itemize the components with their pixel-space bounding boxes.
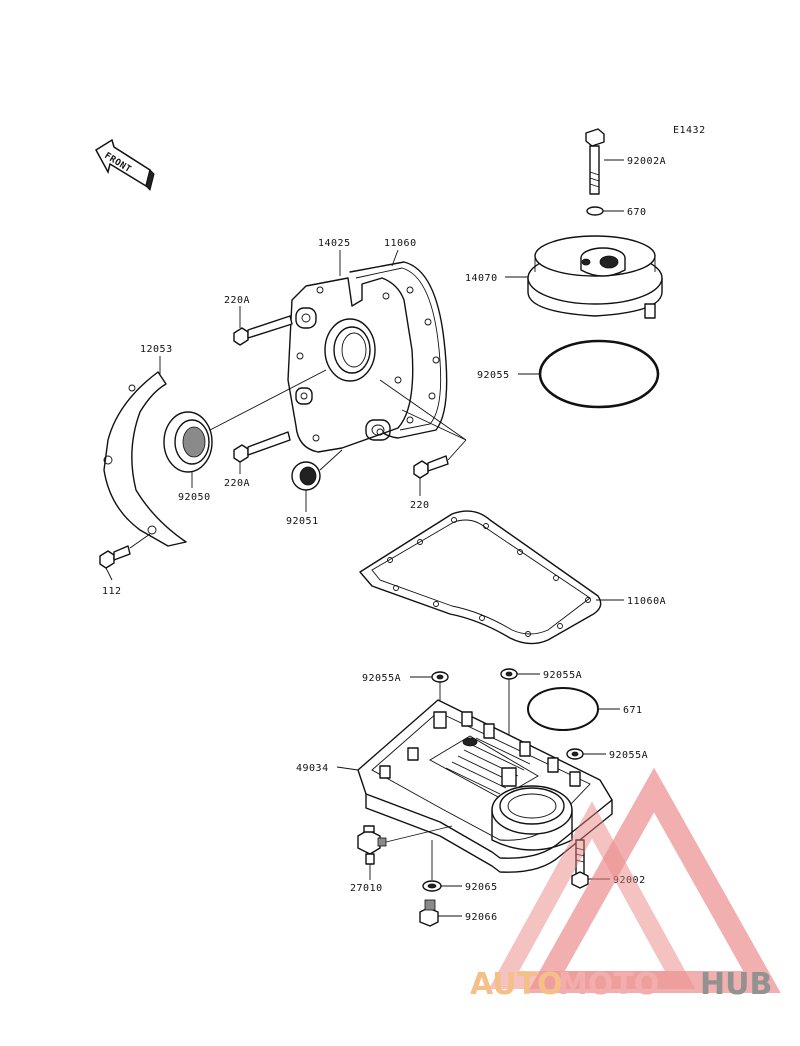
label-12053: 12053 [140,344,173,355]
bolt-112 [99,545,131,569]
label-92051: 92051 [286,516,319,527]
label-92002a: 92002A [627,156,666,167]
label-92055a-middle: 92055A [543,670,582,681]
watermark-logo: AUTO MOTO HUB [470,767,781,1002]
label-92055a-left: 92055A [362,673,401,684]
washer-92065 [422,880,442,892]
oil-pressure-switch-27010 [357,825,387,865]
label-49034: 49034 [296,763,329,774]
label-220: 220 [410,500,430,511]
label-11060a: 11060A [627,596,666,607]
washer-92055a-middle [500,668,518,680]
label-11060: 11060 [384,238,417,249]
oil-pan-gasket-11060a [359,510,602,645]
label-92066: 92066 [465,912,498,923]
oil-seal-92050 [163,411,213,473]
label-92065: 92065 [465,882,498,893]
o-ring-671 [527,687,599,731]
washer-92055a-left [431,671,449,683]
label-27010: 27010 [350,883,383,894]
bolt-92002a [585,128,605,195]
label-14070: 14070 [465,273,498,284]
label-671: 671 [623,705,643,716]
watermark-text-hub: HUB [700,967,772,1002]
label-92050: 92050 [178,492,211,503]
label-14025: 14025 [318,238,351,249]
oil-seal-92051 [291,461,321,491]
label-92055a-right: 92055A [609,750,648,761]
label-92055: 92055 [477,370,510,381]
timing-cover-14025 [287,277,414,453]
label-220a-bottom: 220A [224,478,250,489]
bolt-220 [413,455,449,479]
drain-plug-92066 [419,899,439,927]
watermark-text-auto: AUTO [470,967,563,1002]
bolt-220a-lower [233,431,291,463]
chain-guide-12053 [103,371,187,547]
oil-filter-cover-14070 [527,235,663,319]
bolt-220a-upper [233,315,293,346]
label-220a-top: 220A [224,295,250,306]
washer-92055a-right [566,748,584,760]
label-92002: 92002 [613,875,646,886]
o-ring-92055 [538,339,660,409]
diagram-code: E1432 [673,125,706,136]
o-ring-670 [586,206,604,216]
oil-pan-49034 [357,699,613,873]
stud-92002 [571,839,589,889]
watermark-text-moto: MOTO [558,967,659,1002]
label-112: 112 [102,586,122,597]
label-670: 670 [627,207,647,218]
front-arrow-icon: FRONT [95,138,155,191]
